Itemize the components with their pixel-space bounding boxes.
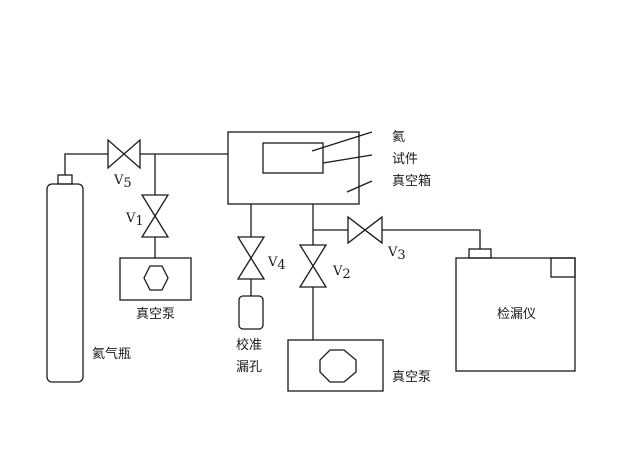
- calibrated-leak: [238, 295, 264, 330]
- vacuum-pump-left-symbol: [143, 265, 169, 291]
- vacuum-pump-left-label: 真空泵: [136, 307, 175, 322]
- pipe-cylinder-up: [64, 153, 108, 175]
- leader-helium: [311, 131, 373, 152]
- calibrated-leak-label-line1: 校准: [236, 337, 262, 353]
- vacuum-pump-bottom: [287, 339, 384, 392]
- valve-v3-body: [347, 215, 383, 245]
- valve-v2-body: [298, 244, 328, 288]
- valve-v3-label: V3: [387, 245, 406, 263]
- valve-v1: [140, 194, 170, 238]
- valve-v4-label: V4: [267, 255, 286, 273]
- cylinder-label: 氦气瓶: [92, 346, 131, 362]
- label-specimen: 试件: [392, 152, 418, 167]
- vacuum-pump-bottom-body: [287, 339, 384, 392]
- vacuum-box: [227, 131, 360, 205]
- leak-detector: [455, 248, 576, 372]
- valve-v3: [347, 215, 383, 245]
- valve-v5-body: [107, 138, 141, 170]
- vacuum-pump-left-body: [119, 257, 192, 301]
- leak-detector-corner-box: [550, 257, 576, 278]
- leak-detector-port: [468, 248, 492, 259]
- label-vacuum-box: 真空箱: [392, 173, 431, 189]
- vacuum-box-body: [227, 131, 360, 205]
- valve-v4: [236, 236, 266, 280]
- valve-v1-label: V1: [125, 211, 144, 229]
- leak-detector-label: 检漏仪: [497, 306, 536, 322]
- valve-v2: [298, 244, 328, 288]
- leak-detector-body: [455, 257, 576, 372]
- cylinder-body: [46, 183, 84, 383]
- specimen: [262, 142, 324, 174]
- valve-v1-body: [140, 194, 170, 238]
- calibrated-leak-label-line2: 漏孔: [236, 359, 262, 375]
- valve-v4-body: [236, 236, 266, 280]
- vacuum-pump-bottom-label: 真空泵: [392, 370, 431, 385]
- valve-v2-label: V2: [332, 264, 351, 282]
- label-helium: 氦: [392, 130, 405, 145]
- helium-cylinder: [46, 174, 84, 383]
- vacuum-pump-bottom-symbol: [319, 349, 357, 383]
- cylinder-cap: [57, 174, 73, 185]
- leader-vacuum-box: [346, 180, 373, 193]
- valve-v5: [107, 138, 141, 170]
- vacuum-pump-left: [119, 257, 192, 301]
- pipe-v3-to-detector: [382, 229, 481, 249]
- valve-v5-label: V5: [113, 173, 132, 191]
- leader-specimen: [322, 154, 373, 164]
